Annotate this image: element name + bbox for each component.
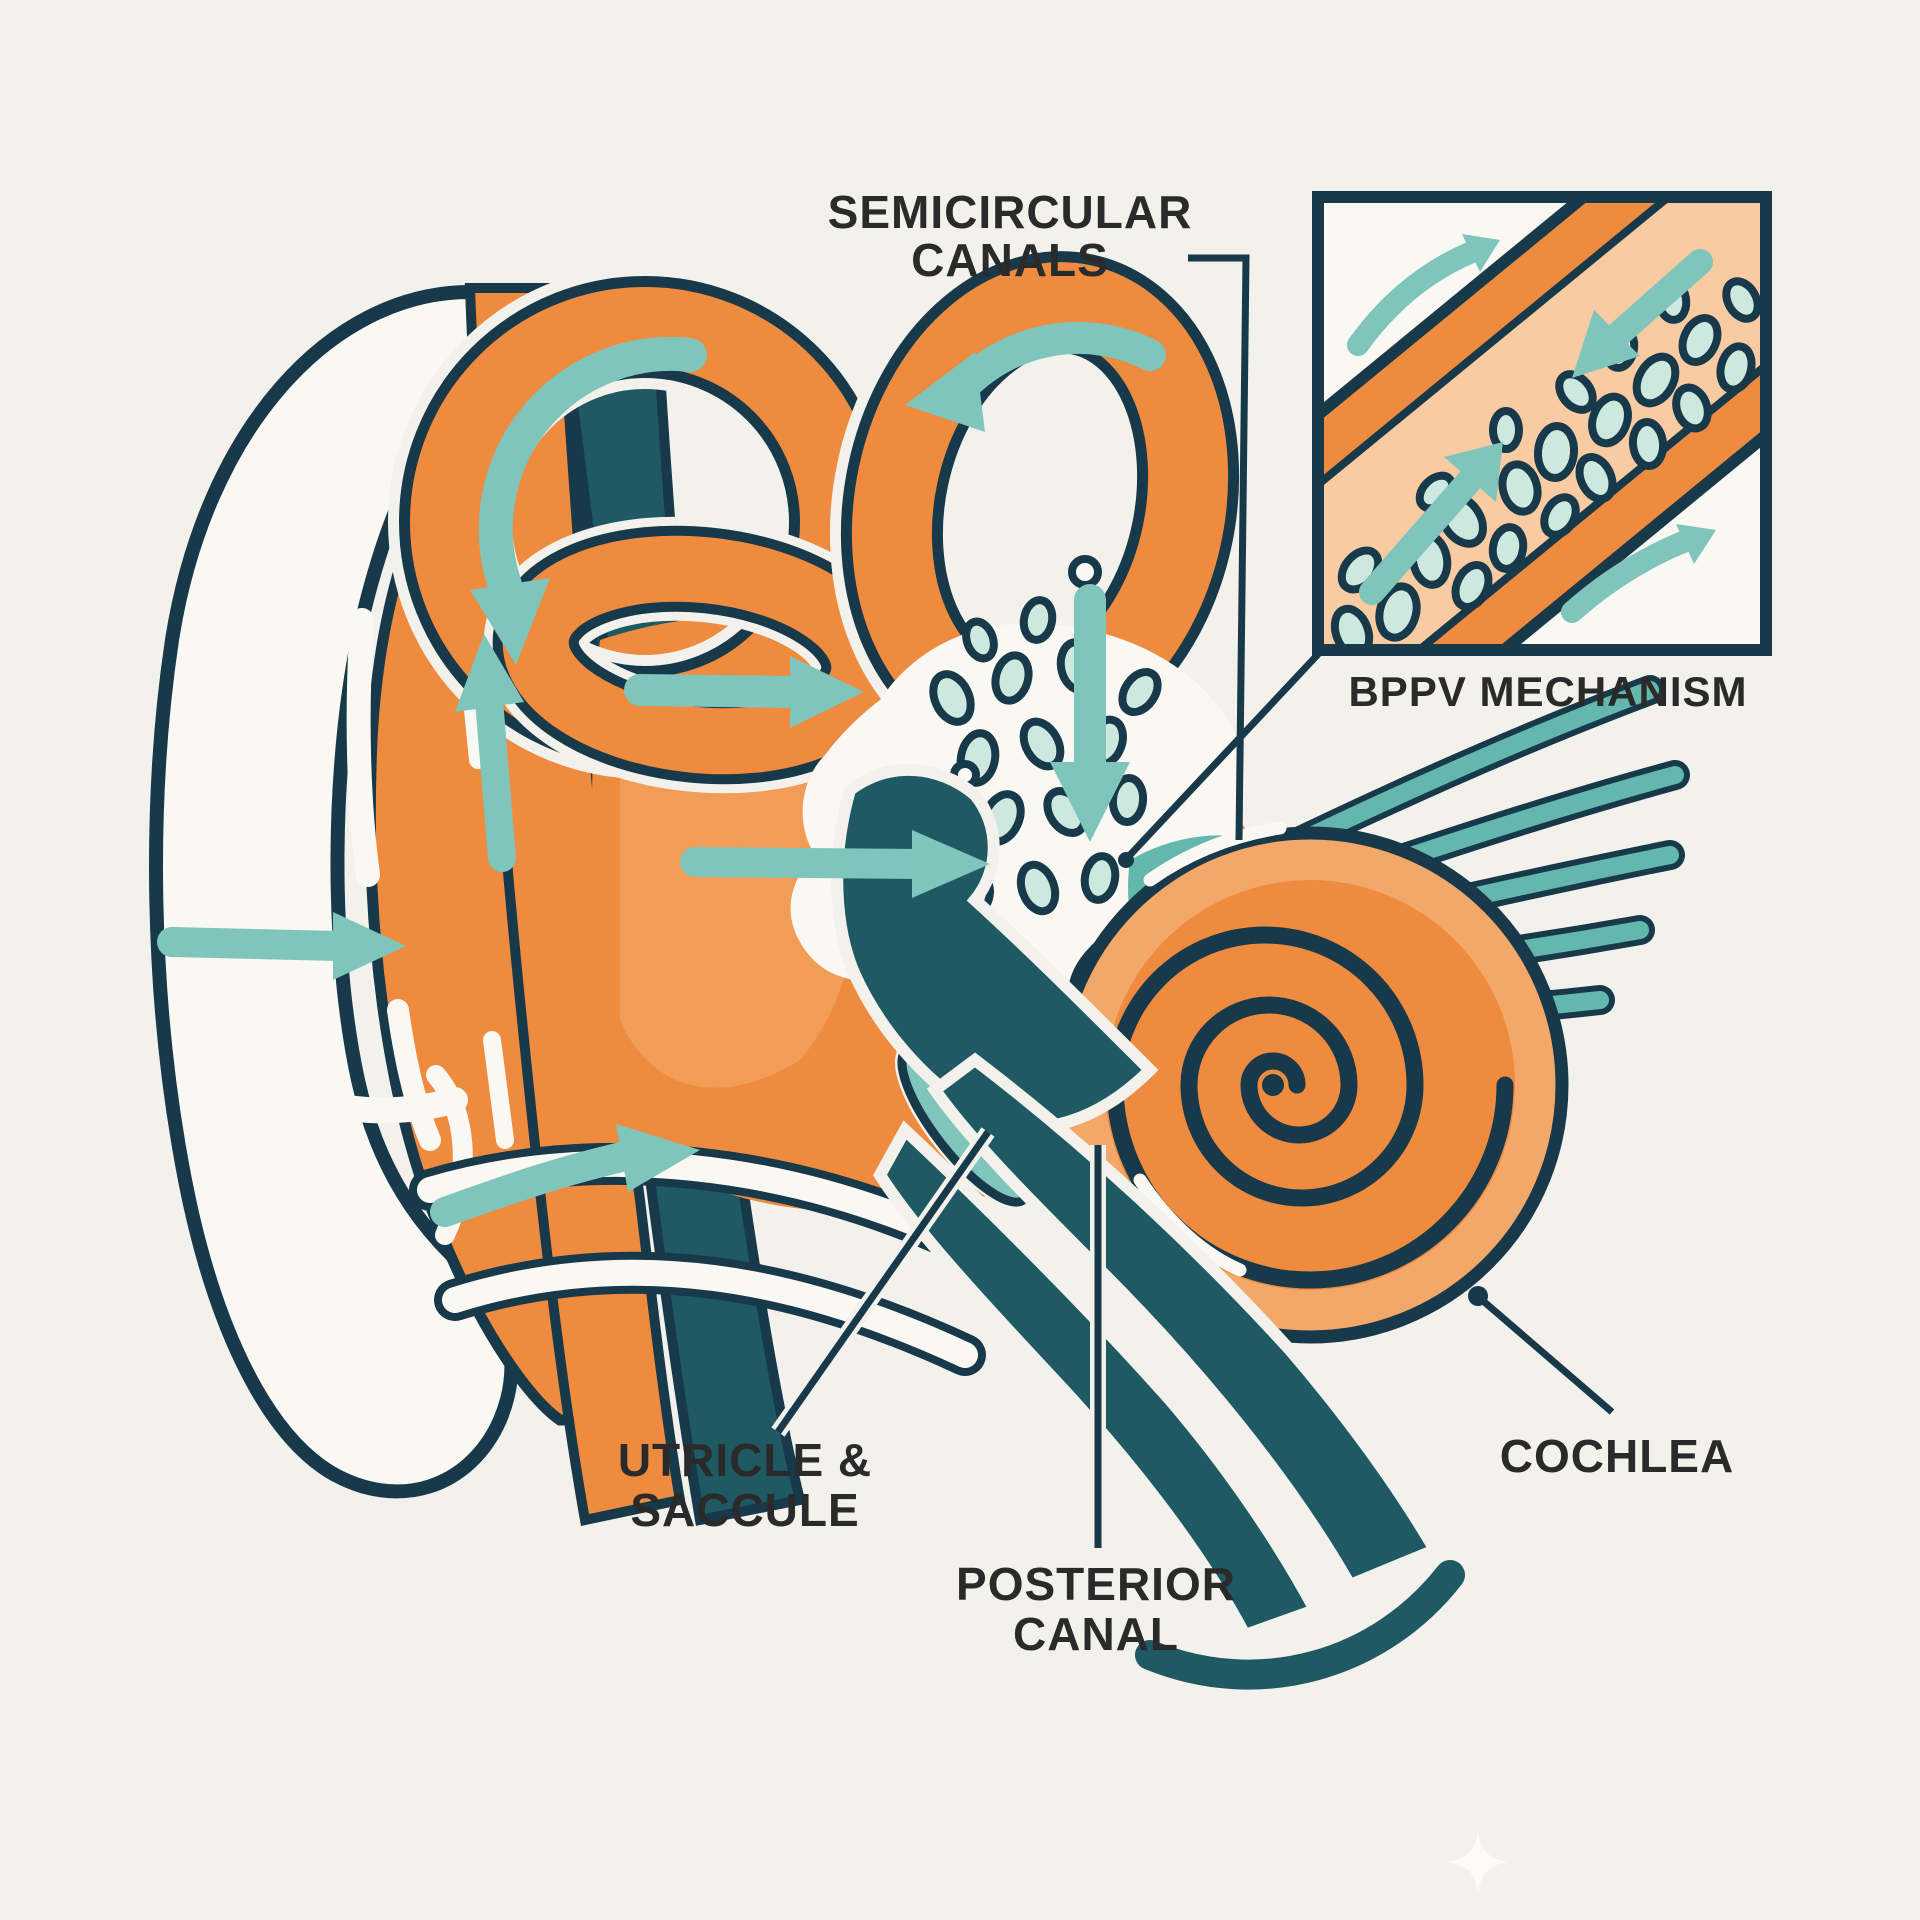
flow-arrows (157, 321, 1166, 1227)
label-text: CANAL (1013, 1608, 1179, 1660)
leader-lines (771, 254, 1615, 1548)
label-semicircular-canals: SEMICIRCULAR CANALS (828, 186, 1193, 286)
label-text: POSTERIOR (956, 1558, 1236, 1610)
flow-arrow-icon (1050, 584, 1130, 842)
label-utricle-saccule: UTRICLE & SACCULE (618, 1434, 872, 1536)
otoconia-crystal (1575, 453, 1617, 503)
otoconia-crystal (929, 670, 975, 726)
otoconia-crystal (1488, 523, 1528, 573)
otoconia-crystal (1451, 561, 1493, 611)
otoconia-crystal (1118, 668, 1162, 716)
cochlea (1051, 821, 1569, 1368)
flow-arrow-icon (1572, 249, 1713, 378)
otoconia-particle (1068, 555, 1102, 589)
leader-utricle-saccule (771, 1127, 995, 1437)
otoconia-crystal (1722, 277, 1762, 323)
flow-arrow-icon (905, 321, 1166, 432)
otoconia-crystal (991, 651, 1033, 705)
inset-canal (1318, 197, 1766, 650)
otoconia-crystal (962, 617, 998, 663)
highlight-dash (483, 1031, 514, 1149)
flow-arrow-icon (430, 1124, 700, 1227)
bone-stripes (409, 1143, 986, 1376)
otoconia-crystal (1498, 460, 1542, 516)
inset-border (1312, 191, 1772, 656)
highlight-dash (346, 608, 380, 887)
label-bppv-mechanism: BPPV MECHANISM (1348, 668, 1747, 715)
otoconia-crystal (1080, 852, 1120, 904)
highlight-dash (361, 1229, 439, 1273)
outer-ear-helix (149, 284, 519, 1499)
otoconia-crystal (1019, 596, 1057, 644)
cochlea-highlight (1143, 821, 1287, 887)
label-text: UTRICLE & (618, 1434, 872, 1486)
label-text: SACCULE (630, 1484, 859, 1536)
flow-arrow-icon (624, 656, 864, 728)
middle-ear-light-patch (620, 736, 857, 1088)
flow-arrow-icon (1359, 442, 1503, 605)
otoconia-crystal (1375, 582, 1421, 642)
cochlea-inner (1105, 880, 1515, 1290)
otoconia-crystal (1678, 314, 1722, 366)
otoconia-crystal (1489, 407, 1523, 453)
otoconia-crystal (1533, 422, 1579, 482)
otoconia-crystal (1540, 493, 1580, 539)
flow-arrow-icon (1347, 234, 1500, 356)
label-cochlea: COCHLEA (1500, 1430, 1734, 1482)
flow-arrow-icon (470, 336, 707, 665)
inset-arrows (1347, 234, 1716, 623)
leader-semicircular-canals (1188, 254, 1250, 841)
label-text: CANALS (911, 234, 1109, 286)
flow-arrow-icon (455, 634, 524, 872)
leader-inset (1118, 647, 1325, 868)
otoconia-crystal (1108, 774, 1148, 826)
semicircular-canals (388, 240, 1251, 794)
otoconia-crystal (1016, 860, 1060, 916)
otoconia-crystal (1672, 383, 1712, 433)
labels: SEMICIRCULAR CANALS BPPV MECHANISM UTRIC… (618, 186, 1747, 1660)
otoconia-crystal (1555, 370, 1597, 414)
otoconia-crystal (1330, 604, 1374, 650)
flow-arrow-icon (680, 830, 990, 898)
bppv-inset (1312, 191, 1772, 656)
flow-arrow-icon (157, 912, 406, 980)
sparkle-icon (1448, 1832, 1508, 1892)
otoconia-crystal (1628, 418, 1668, 470)
wedge-prong (926, 1052, 1444, 1593)
otoconia-crystal (1716, 342, 1756, 394)
highlight-arc (172, 1022, 468, 1124)
label-posterior-canal: POSTERIOR CANAL (956, 1558, 1236, 1660)
highlight-dash (244, 1174, 331, 1221)
stripe (417, 1151, 968, 1253)
wedge-tail (1135, 1560, 1465, 1690)
stripe (442, 1259, 978, 1368)
label-text: SEMICIRCULAR (828, 186, 1193, 238)
leader-cochlea (1468, 1286, 1615, 1415)
highlight-dash (387, 999, 441, 1151)
otoconia-crystal (1588, 392, 1632, 448)
flow-arrow-icon (1561, 524, 1716, 623)
otoconia-crystal (1632, 352, 1680, 408)
cochlea-spiral-center (1262, 1074, 1284, 1096)
